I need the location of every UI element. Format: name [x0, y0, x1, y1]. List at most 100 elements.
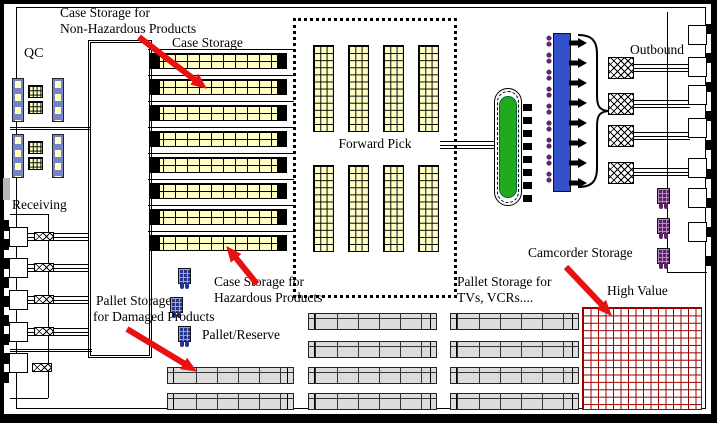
high-value-cage — [582, 307, 702, 410]
divert-chute-icon — [523, 130, 532, 137]
case-storage-rack — [150, 183, 287, 199]
case-storage-rack — [150, 131, 287, 147]
qc-label: QC — [24, 46, 44, 61]
pallet-rack — [450, 341, 579, 358]
pallet-rack — [450, 367, 579, 384]
carton-dots-icon — [546, 171, 552, 183]
forward-pick-rack — [313, 45, 334, 132]
receiving-dock-square — [9, 353, 28, 373]
carton-dots-icon — [546, 154, 552, 166]
shipping-dock-square — [688, 57, 707, 77]
shipping-dock-square — [688, 85, 707, 105]
forward-pick-rack — [383, 45, 404, 132]
qc-divider — [10, 127, 90, 131]
divert-chute-icon — [523, 104, 532, 111]
outbound-conveyor — [634, 168, 690, 176]
pallet-rack — [308, 367, 437, 384]
receiving-conveyor — [28, 264, 88, 272]
receiving-conveyor — [10, 349, 92, 353]
shipping-dock-square — [688, 118, 707, 138]
qc-pallet — [28, 101, 43, 114]
qc-station — [52, 78, 64, 122]
divert-chute-icon — [523, 143, 532, 150]
sortation-conveyor — [553, 33, 571, 192]
receiving-dock-square — [9, 322, 28, 342]
shipping-dock-square — [688, 188, 707, 208]
aisle-line — [148, 153, 294, 154]
pick-to-sorter-conveyor — [440, 141, 494, 149]
forklift-icon — [178, 326, 191, 347]
divert-chute-icon — [523, 182, 532, 189]
haz-label-line1: Case Storage for — [214, 274, 304, 289]
camcorder-label: Camcorder Storage — [528, 245, 633, 260]
pallet-reserve-label: Pallet/Reserve — [202, 327, 280, 342]
conveyor-corridor — [88, 40, 152, 358]
case-storage-rack — [150, 157, 287, 173]
shipping-dock-square — [688, 158, 707, 178]
outbound-zone-boundary — [667, 12, 668, 272]
forklift-icon — [657, 218, 670, 239]
aisle-line — [148, 205, 294, 206]
divert-chute-icon — [523, 117, 532, 124]
staging-area-icon — [34, 232, 54, 241]
qc-station — [52, 134, 64, 178]
qc-pallet — [28, 85, 43, 98]
receiving-conveyor — [28, 233, 88, 241]
forward-pick-rack — [348, 45, 369, 132]
shipping-dock-doors-icon — [706, 24, 715, 276]
pallet-rack — [308, 393, 437, 410]
qc-station — [12, 78, 24, 122]
aisle-line — [148, 231, 294, 232]
qc-pallet — [28, 141, 43, 154]
nonhaz-label-line1: Case Storage for — [60, 5, 150, 20]
case-storage-label: Case Storage — [172, 35, 243, 50]
receiving-conveyor — [28, 296, 88, 304]
forward-pick-zone — [293, 18, 457, 298]
staging-area-icon — [34, 263, 54, 272]
aisle-line — [148, 179, 294, 180]
forklift-icon — [657, 188, 670, 209]
flow-path-line — [48, 214, 49, 398]
aisle-line — [148, 49, 294, 50]
divert-chute-icon — [523, 156, 532, 163]
damaged-label-line1: Pallet Storage — [96, 293, 172, 308]
forward-pick-label: Forward Pick — [338, 136, 412, 151]
pallet-rack — [308, 313, 437, 330]
shipping-dock-square — [688, 25, 707, 45]
damaged-label-line2: for Damaged Products — [93, 309, 215, 324]
aisle-line — [148, 101, 294, 102]
aisle-line — [148, 75, 294, 76]
case-storage-rack — [150, 105, 287, 121]
pallet-reserve-rack — [167, 393, 294, 410]
pallet-rack — [308, 341, 437, 358]
forward-pick-rack — [418, 165, 439, 252]
pallet-rack — [450, 313, 579, 330]
accumulation-conveyor-belt — [499, 96, 517, 198]
receiving-dock-square — [9, 227, 28, 247]
forward-pick-rack — [348, 165, 369, 252]
shipping-dock-square — [688, 222, 707, 242]
tvs-label-line1: Pallet Storage for — [457, 274, 552, 289]
outbound-conveyor — [634, 100, 690, 108]
forward-pick-rack — [383, 165, 404, 252]
flow-path-line — [10, 214, 48, 215]
carton-dots-icon — [546, 103, 552, 115]
forward-pick-rack — [313, 165, 334, 252]
forward-pick-rack — [418, 45, 439, 132]
receiving-label: Receiving — [12, 197, 67, 212]
carton-dots-icon — [546, 52, 552, 64]
receiving-conveyor — [28, 328, 88, 336]
receiving-dock-square — [9, 290, 28, 310]
carton-dots-icon — [546, 137, 552, 149]
forklift-icon — [178, 268, 191, 289]
outbound-zone-boundary — [667, 272, 707, 273]
outbound-staging-square — [608, 93, 634, 115]
outbound-label: Outbound — [630, 42, 684, 57]
receiving-dock-square — [9, 258, 28, 278]
outbound-conveyor — [634, 132, 690, 140]
divert-chute-icon — [523, 169, 532, 176]
divert-chute-icon — [523, 195, 532, 202]
outbound-conveyor — [634, 64, 690, 72]
aisle-line — [148, 127, 294, 128]
